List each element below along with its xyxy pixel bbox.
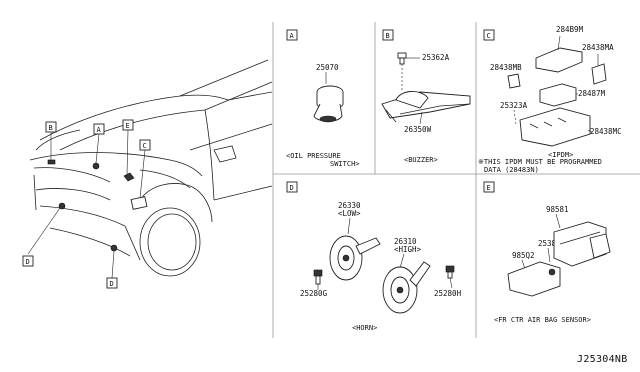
svg-text:D: D <box>26 258 30 266</box>
svg-text:A: A <box>97 126 102 134</box>
panel-c-box[interactable]: C <box>483 29 495 41</box>
panel-c-note-1: ※THIS IPDM MUST BE PROGRAMMED <box>478 158 602 166</box>
svg-text:B: B <box>49 124 53 132</box>
buzzer-drawing <box>381 91 471 123</box>
horn-high-label: <HIGH> <box>394 245 422 254</box>
horn-low-drawing <box>329 235 381 281</box>
vehicle-illustration <box>27 59 273 279</box>
ipdm-relay <box>539 83 578 107</box>
panel-d: D 26330 <LOW> 26310 <HIGH> <box>286 181 462 332</box>
callout-a[interactable]: A <box>93 123 105 135</box>
callout-d-left[interactable]: D <box>22 255 34 267</box>
part-25070: 25070 <box>316 63 339 72</box>
svg-text:E: E <box>126 122 130 130</box>
panel-d-box[interactable]: D <box>286 181 298 193</box>
part-25280g: 25280G <box>300 289 328 298</box>
horn-bolt-left <box>313 269 323 290</box>
part-26350w: 26350W <box>404 125 432 134</box>
airbag-sensor-drawing <box>553 221 611 267</box>
callout-c[interactable]: C <box>139 139 151 151</box>
panel-b-box[interactable]: B <box>382 29 394 41</box>
part-26330: 26330 <box>338 201 361 210</box>
horn-bolt-right <box>445 265 455 289</box>
panel-c-caption: <IPDM> <box>548 151 573 159</box>
ipdm-module-top <box>535 35 583 73</box>
part-28487m: 28487M <box>578 89 606 98</box>
panel-c-note-2: DATA (28483N) <box>484 166 539 174</box>
svg-text:E: E <box>487 184 491 192</box>
part-28438mb: 28438MB <box>490 63 522 72</box>
horn-low-label: <LOW> <box>338 209 361 218</box>
panel-e-box[interactable]: E <box>483 181 495 193</box>
airbag-bracket-drawing <box>507 261 561 297</box>
callout-e[interactable]: E <box>122 119 134 131</box>
panel-a: A 25070 <OIL PRESSURE SWITCH> <box>286 29 360 168</box>
part-25385b: 25385B <box>538 239 566 248</box>
panel-a-caption-2: SWITCH> <box>330 160 360 168</box>
svg-text:C: C <box>143 142 147 150</box>
panel-d-caption: <HORN> <box>352 324 377 332</box>
part-25323a: 25323A <box>500 101 528 110</box>
part-985q2: 985Q2 <box>512 251 535 260</box>
callout-d-front[interactable]: D <box>106 277 118 289</box>
horn-high-drawing <box>382 261 431 314</box>
callout-b[interactable]: B <box>45 121 57 133</box>
ipdm-connector-right <box>591 54 607 85</box>
part-25362a: 25362A <box>422 53 450 62</box>
part-284b9m: 284B9M <box>556 25 584 34</box>
panel-b-caption: <BUZZER> <box>404 156 438 164</box>
part-28438ma: 28438MA <box>582 43 614 52</box>
part-28438mc: 28438MC <box>590 127 622 136</box>
part-26310: 26310 <box>394 237 417 246</box>
bolt-drawing <box>397 52 407 65</box>
panel-a-caption-1: <OIL PRESSURE <box>286 152 341 160</box>
panel-e: E 98581 25385B 985Q2 <FR CTR AIR BAG SEN… <box>483 181 611 324</box>
ipdm-connector-left <box>507 73 521 89</box>
panel-b: B 25362A 26350W <BUZZER> <box>381 29 471 164</box>
panel-e-caption: <FR CTR AIR BAG SENSOR> <box>494 316 591 324</box>
svg-text:D: D <box>110 280 114 288</box>
part-98581: 98581 <box>546 205 569 214</box>
svg-text:C: C <box>487 32 491 40</box>
panel-c: C 284B9M 28438MA 28438MB 28487M 25323A 2… <box>478 25 622 174</box>
svg-text:B: B <box>386 32 390 40</box>
part-25280h: 25280H <box>434 289 462 298</box>
ipdm-box <box>519 107 593 147</box>
oil-pressure-switch-drawing <box>313 85 344 123</box>
reference-number: J25304NB <box>577 354 628 365</box>
svg-text:A: A <box>290 32 295 40</box>
panel-grid <box>272 22 640 338</box>
svg-text:D: D <box>290 184 294 192</box>
panel-a-box[interactable]: A <box>286 29 298 41</box>
